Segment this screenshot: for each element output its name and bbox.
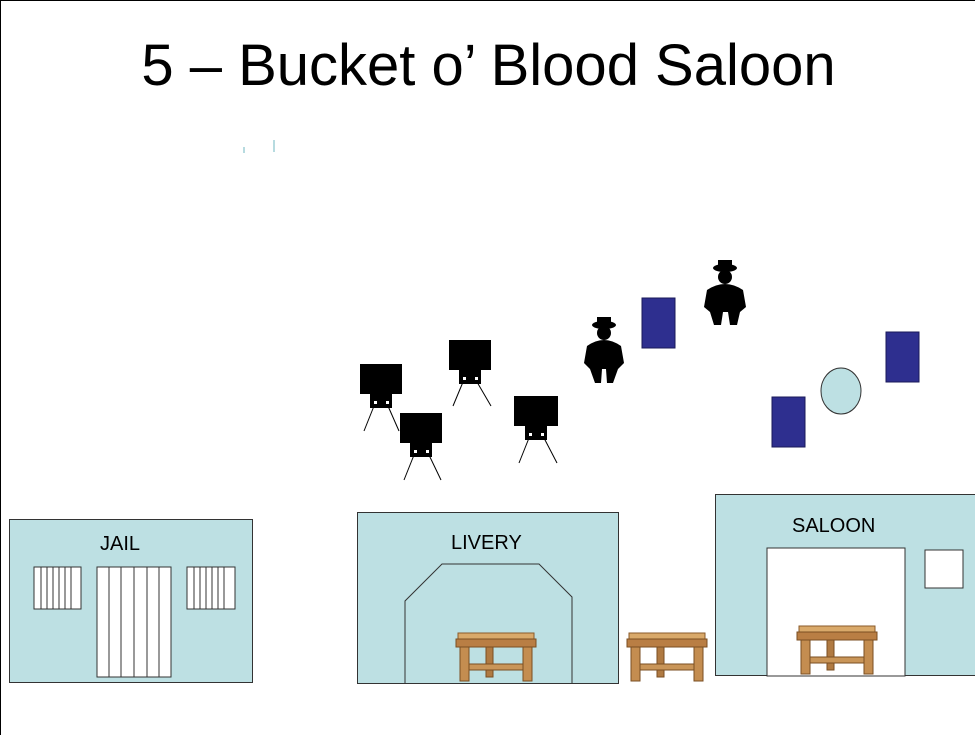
decor-speck (243, 147, 245, 153)
cowboy-silhouette-icon[interactable] (584, 317, 624, 383)
blue-block[interactable] (885, 331, 920, 383)
jail-window-left (33, 566, 82, 610)
saloon-door[interactable] (766, 547, 906, 677)
wooden-table-icon[interactable] (626, 632, 708, 682)
jail-label: JAIL (100, 533, 141, 555)
jail-door[interactable] (96, 566, 172, 678)
horse-box-icon[interactable] (514, 396, 558, 464)
horse-box-icon[interactable] (400, 413, 442, 481)
round-table-marker[interactable] (820, 367, 862, 415)
horse-box-icon[interactable] (360, 364, 402, 432)
slide-title: 5 – Bucket o’ Blood Saloon (141, 33, 836, 98)
saloon-label: SALOON (792, 515, 876, 537)
jail-window-right (186, 566, 236, 610)
decor-speck (273, 140, 275, 152)
blue-block[interactable] (641, 297, 676, 349)
livery-door-outline (404, 563, 573, 683)
saloon-window (924, 549, 964, 589)
livery-label: LIVERY (451, 532, 522, 554)
cowboy-silhouette-icon[interactable] (704, 260, 746, 325)
blue-block[interactable] (771, 396, 806, 448)
horse-box-icon[interactable] (449, 340, 492, 407)
wooden-table-icon[interactable] (455, 632, 537, 682)
